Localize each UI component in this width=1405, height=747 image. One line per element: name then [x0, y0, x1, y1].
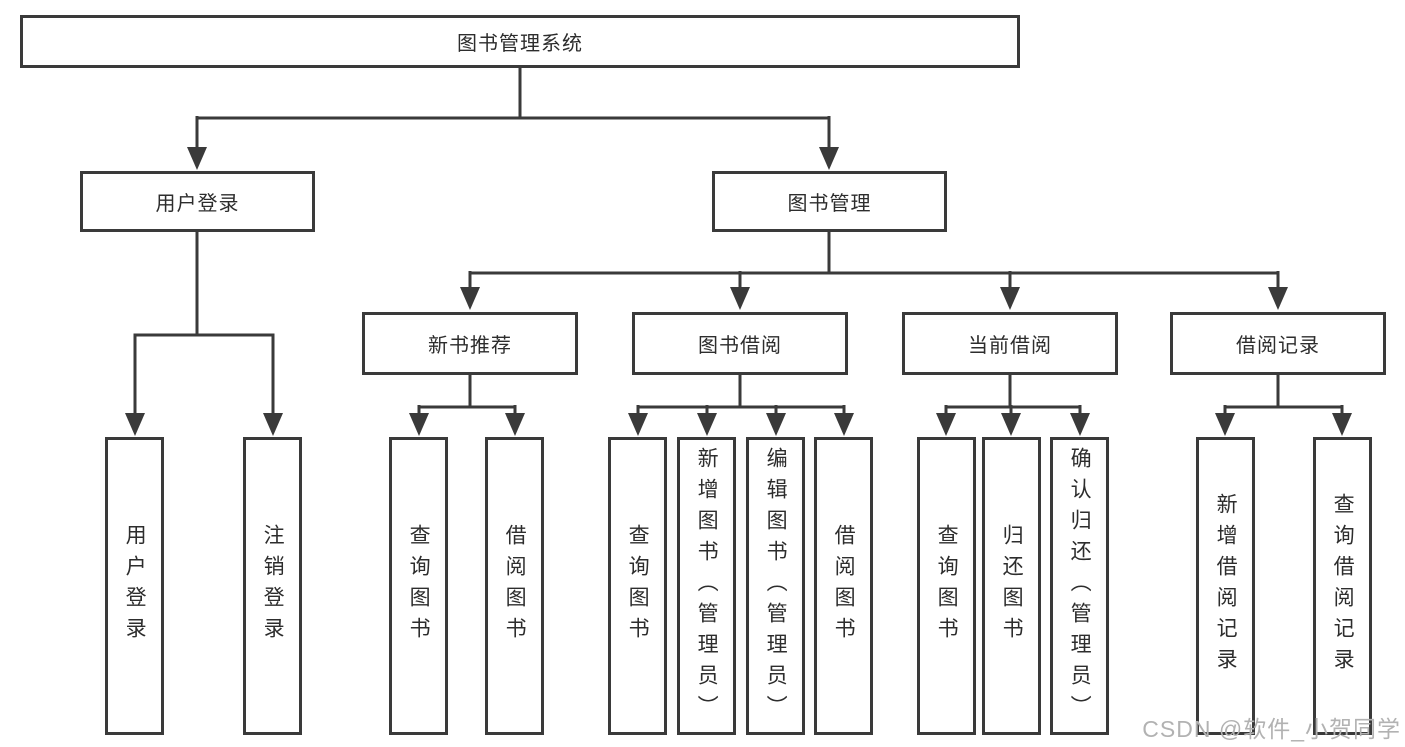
node-book-management: 图书管理: [712, 171, 947, 232]
leaf-records-add: 新增借阅记录: [1196, 437, 1255, 735]
leaf-newbook-borrow: 借阅图书: [485, 437, 544, 735]
connectors-records: [1215, 375, 1352, 436]
node-root-system: 图书管理系统: [20, 15, 1020, 68]
leaf-current-confirm-admin: 确认归还（管理员）: [1050, 437, 1109, 735]
node-current-borrowing: 当前借阅: [902, 312, 1118, 375]
leaf-user-login: 用户登录: [105, 437, 164, 735]
leaf-current-query: 查询图书: [917, 437, 976, 735]
connectors-borrowing: [628, 375, 854, 436]
leaf-records-query: 查询借阅记录: [1313, 437, 1372, 735]
leaf-borrowing-borrow: 借阅图书: [814, 437, 873, 735]
connectors-new-book: [409, 375, 525, 436]
connectors-root: [187, 68, 839, 170]
node-borrow-records: 借阅记录: [1170, 312, 1386, 375]
leaf-logout: 注销登录: [243, 437, 302, 735]
connectors-book-mgmt: [460, 232, 1288, 310]
node-book-borrowing: 图书借阅: [632, 312, 848, 375]
leaf-newbook-query: 查询图书: [389, 437, 448, 735]
node-new-book-recommend: 新书推荐: [362, 312, 578, 375]
leaf-borrowing-query: 查询图书: [608, 437, 667, 735]
leaf-borrowing-add-admin: 新增图书（管理员）: [677, 437, 736, 735]
leaf-current-return: 归还图书: [982, 437, 1041, 735]
node-user-login-group: 用户登录: [80, 171, 315, 232]
watermark: CSDN @软件_小贺同学: [1142, 716, 1401, 742]
connectors-current: [936, 375, 1090, 436]
leaf-borrowing-edit-admin: 编辑图书（管理员）: [746, 437, 805, 735]
connectors-user-login: [125, 232, 283, 436]
